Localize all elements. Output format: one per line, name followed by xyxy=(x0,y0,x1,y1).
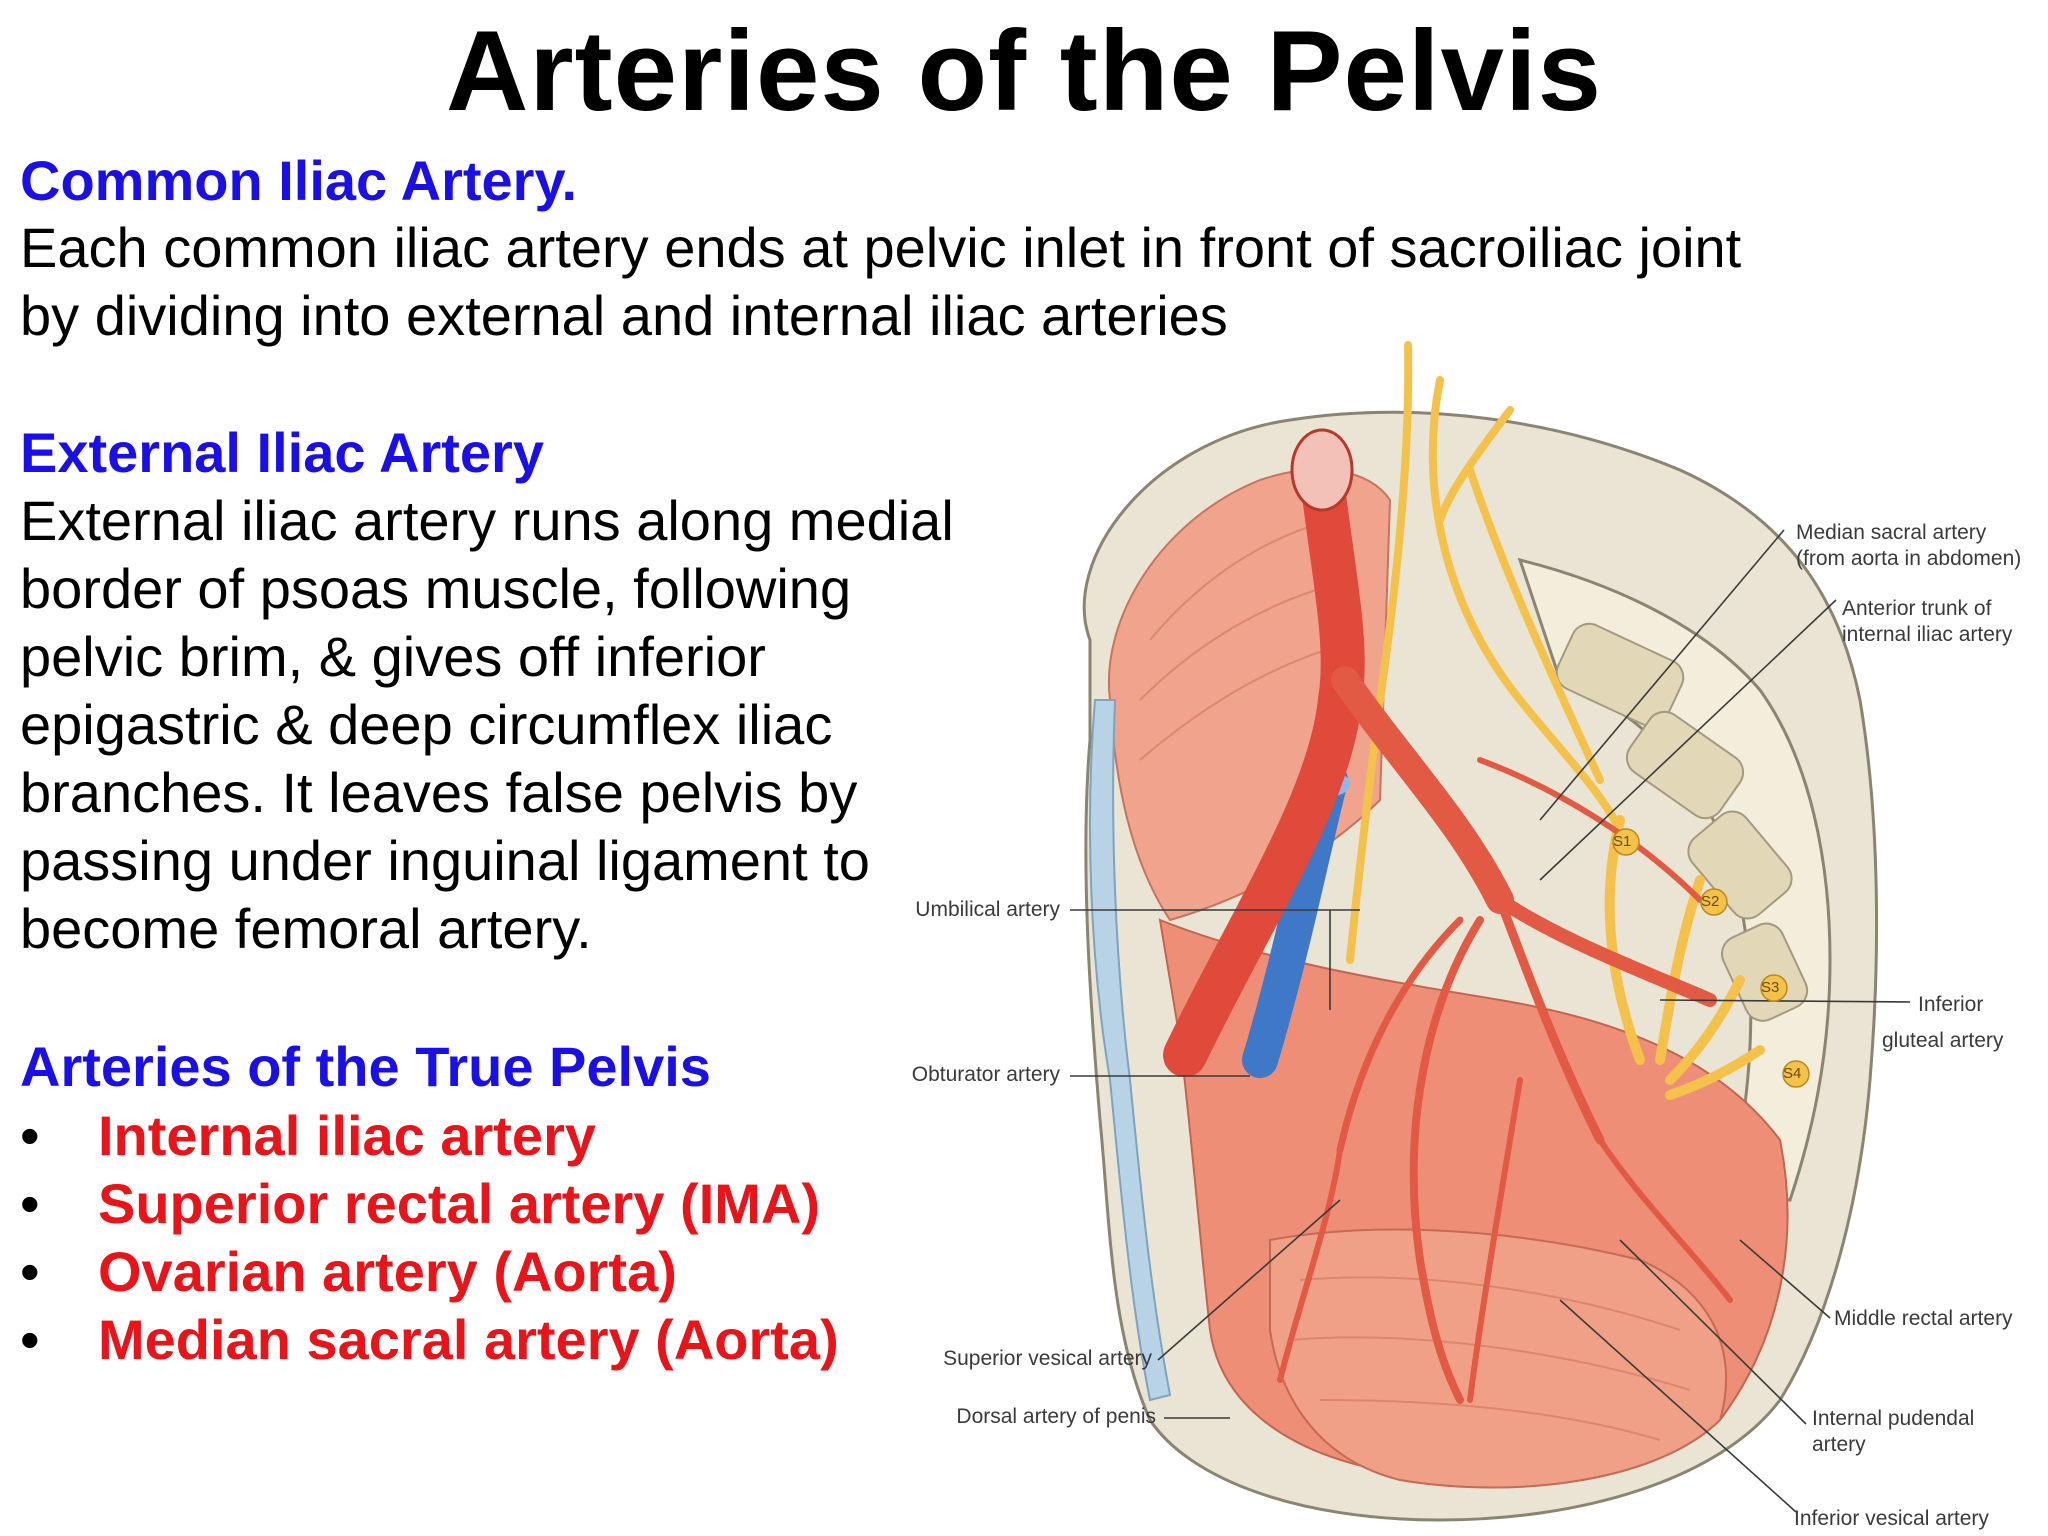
inguinal-ligament xyxy=(1089,699,1172,1402)
label-inferior-gluteal-sub: gluteal artery xyxy=(1882,1029,2004,1052)
label-internal-pudendal: Internal pudendal xyxy=(1812,1407,1975,1430)
list-item-text: Internal iliac artery xyxy=(98,1104,597,1167)
label-median-sacral-artery-sub: (from aorta in abdomen) xyxy=(1796,547,2022,570)
bullet-icon: • xyxy=(20,1104,40,1167)
list-item: • Superior rectal artery (IMA) xyxy=(20,1170,839,1238)
list-item-text: Ovarian artery (Aorta) xyxy=(98,1240,677,1303)
sacral-level-badges xyxy=(1612,828,1810,1088)
label-anterior-trunk-sub: internal iliac artery xyxy=(1842,623,2013,646)
label-s1: S1 xyxy=(1613,833,1632,850)
label-s3: S3 xyxy=(1761,979,1780,996)
lumbar-nerves xyxy=(1346,341,1624,964)
true-pelvis-list: • Internal iliac artery • Superior rectal … xyxy=(20,1102,839,1374)
text-line: passing under inguinal ligament to xyxy=(20,829,870,892)
text-line: branches. It leaves false pelvis by xyxy=(20,761,858,824)
internal-iliac-branches xyxy=(1277,666,1733,1404)
leader-lines xyxy=(1070,529,1911,1513)
label-inferior-gluteal: Inferior xyxy=(1918,993,1984,1016)
label-obturator-artery: Obturator artery xyxy=(911,1063,1060,1086)
text-line: pelvic brim, & gives off inferior xyxy=(20,625,766,688)
label-median-sacral-artery: Median sacral artery xyxy=(1796,521,1987,544)
text-line: epigastric & deep circumflex iliac xyxy=(20,693,833,756)
list-item: • Median sacral artery (Aorta) xyxy=(20,1306,839,1374)
pelvic-floor-muscle xyxy=(1269,1228,1728,1489)
label-anterior-trunk: Anterior trunk of xyxy=(1842,597,1992,620)
label-dorsal-artery-penis: Dorsal artery of penis xyxy=(956,1405,1156,1428)
true-pelvis-heading: Arteries of the True Pelvis xyxy=(20,1035,711,1098)
text-line: border of psoas muscle, following xyxy=(20,557,852,620)
list-item: • Internal iliac artery xyxy=(20,1102,839,1170)
label-s2: S2 xyxy=(1701,893,1720,910)
label-inferior-vesical-artery: Inferior vesical artery xyxy=(1794,1507,1989,1530)
list-item-text: Median sacral artery (Aorta) xyxy=(98,1308,839,1371)
bullet-icon: • xyxy=(20,1240,40,1303)
text-line: Each common iliac artery ends at pelvic … xyxy=(20,216,1742,279)
bullet-icon: • xyxy=(20,1172,40,1235)
list-item: • Ovarian artery (Aorta) xyxy=(20,1238,839,1306)
text-line: become femoral artery. xyxy=(20,897,592,960)
pelvis-arteries-illustration xyxy=(1070,341,1911,1522)
list-item-text: Superior rectal artery (IMA) xyxy=(98,1172,820,1235)
text-line: External iliac artery runs along medial xyxy=(20,489,954,552)
external-iliac-heading: External Iliac Artery xyxy=(20,421,544,484)
artery-lumen xyxy=(1290,428,1354,512)
label-s4: S4 xyxy=(1783,1065,1802,1082)
common-iliac-artery xyxy=(1163,438,1365,1077)
sacral-plexus xyxy=(1604,815,1765,1100)
text-line: by dividing into external and internal i… xyxy=(20,284,1228,347)
sacral-segments xyxy=(1555,622,1809,1022)
page-title: Arteries of the Pelvis xyxy=(445,8,1603,135)
label-umbilical-artery: Umbilical artery xyxy=(915,898,1060,921)
common-iliac-text: Each common iliac artery ends at pelvic … xyxy=(20,214,1741,350)
bullet-icon: • xyxy=(20,1308,40,1371)
label-superior-vesical-artery: Superior vesical artery xyxy=(943,1347,1152,1370)
label-internal-pudendal-sub: artery xyxy=(1812,1433,1866,1456)
common-iliac-heading: Common Iliac Artery. xyxy=(20,149,578,212)
label-middle-rectal-artery: Middle rectal artery xyxy=(1834,1307,2013,1330)
external-iliac-text: External iliac artery runs along medial … xyxy=(20,487,954,963)
